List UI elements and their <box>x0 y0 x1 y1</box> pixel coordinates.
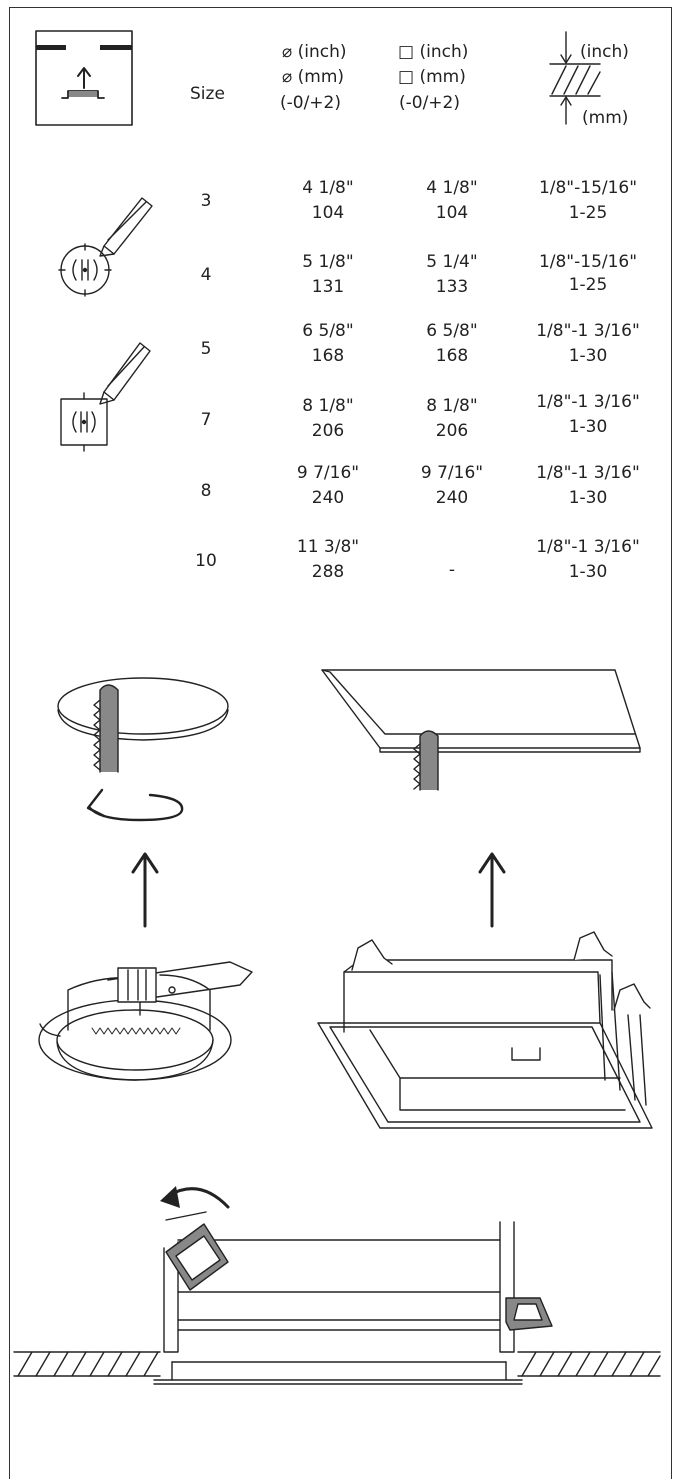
square-mm-cell: - <box>448 560 456 580</box>
square-mm-cell: 240 <box>435 488 469 508</box>
thickness-mm-cell: 1-25 <box>568 203 608 223</box>
thickness-inch-cell: 1/8"-1 3/16" <box>536 463 640 483</box>
round-mm-cell: 104 <box>311 203 345 223</box>
round-saw-cut-illustration <box>57 677 229 773</box>
round-mm-cell: 240 <box>311 488 345 508</box>
installation-section-illustration <box>13 1211 661 1385</box>
size-cell: 3 <box>200 191 212 211</box>
round-inch-cell: 4 1/8" <box>302 178 354 198</box>
round-mm-cell: 206 <box>311 421 345 441</box>
thickness-inch-cell: 1/8"-1 3/16" <box>536 392 640 412</box>
square-cutout-icon <box>60 342 151 452</box>
round-downlight-illustration <box>38 961 253 1081</box>
square-inch-cell: 9 7/16" <box>420 463 484 483</box>
round-inch-cell: 8 1/8" <box>302 396 354 416</box>
size-cell: 8 <box>200 481 212 501</box>
thickness-inch-cell: 1/8"-15/16" <box>538 252 638 272</box>
page-frame <box>9 7 672 1479</box>
thickness-mm-cell: 1-30 <box>568 562 608 582</box>
square-inch-cell: 5 1/4" <box>426 252 478 272</box>
round-tolerance: (-0/+2) <box>280 93 342 113</box>
rotate-arrow-icon <box>86 788 184 822</box>
thickness-mm-header: (mm) <box>582 108 629 128</box>
thickness-mm-cell: 1-30 <box>568 346 608 366</box>
thickness-inch-header: (inch) <box>580 42 629 62</box>
size-cell: 4 <box>200 265 212 285</box>
square-tolerance: (-0/+2) <box>399 93 461 113</box>
square-mm-header: □ (mm) <box>398 67 466 87</box>
thickness-inch-cell: 1/8"-1 3/16" <box>536 537 640 557</box>
round-inch-cell: 6 5/8" <box>302 321 354 341</box>
thickness-inch-cell: 1/8"-1 3/16" <box>536 321 640 341</box>
ceiling-install-icon <box>35 30 133 126</box>
square-mm-cell: 206 <box>435 421 469 441</box>
size-cell: 7 <box>200 410 212 430</box>
up-arrow-icon <box>131 852 159 928</box>
square-inch-cell: 8 1/8" <box>426 396 478 416</box>
thickness-mm-cell: 1-30 <box>568 417 608 437</box>
round-mm-header: ⌀ (mm) <box>282 67 345 87</box>
square-inch-cell: 4 1/8" <box>426 178 478 198</box>
thickness-inch-cell: 1/8"-15/16" <box>538 178 638 198</box>
square-inch-header: □ (inch) <box>398 42 469 62</box>
round-inch-cell: 9 7/16" <box>296 463 360 483</box>
round-mm-cell: 168 <box>311 346 345 366</box>
round-inch-header: ⌀ (inch) <box>282 42 347 62</box>
square-saw-cut-illustration <box>321 669 641 791</box>
size-cell: 5 <box>200 339 212 359</box>
round-inch-cell: 5 1/8" <box>302 252 354 272</box>
round-mm-cell: 288 <box>311 562 345 582</box>
square-downlight-illustration <box>317 931 653 1129</box>
size-cell: 10 <box>195 551 217 571</box>
square-mm-cell: 104 <box>435 203 469 223</box>
ceiling-thickness-icon <box>549 31 601 125</box>
thickness-mm-cell: 1-30 <box>568 488 608 508</box>
up-arrow-icon <box>478 852 506 928</box>
round-mm-cell: 131 <box>311 277 345 297</box>
square-inch-cell: 6 5/8" <box>426 321 478 341</box>
round-inch-cell: 11 3/8" <box>296 537 360 557</box>
thickness-mm-cell: 1-25 <box>568 275 608 295</box>
size-header: Size <box>190 84 225 104</box>
flip-arrow-icon <box>160 1186 230 1209</box>
round-cutout-icon <box>58 197 153 297</box>
square-mm-cell: 133 <box>435 277 469 297</box>
square-mm-cell: 168 <box>435 346 469 366</box>
